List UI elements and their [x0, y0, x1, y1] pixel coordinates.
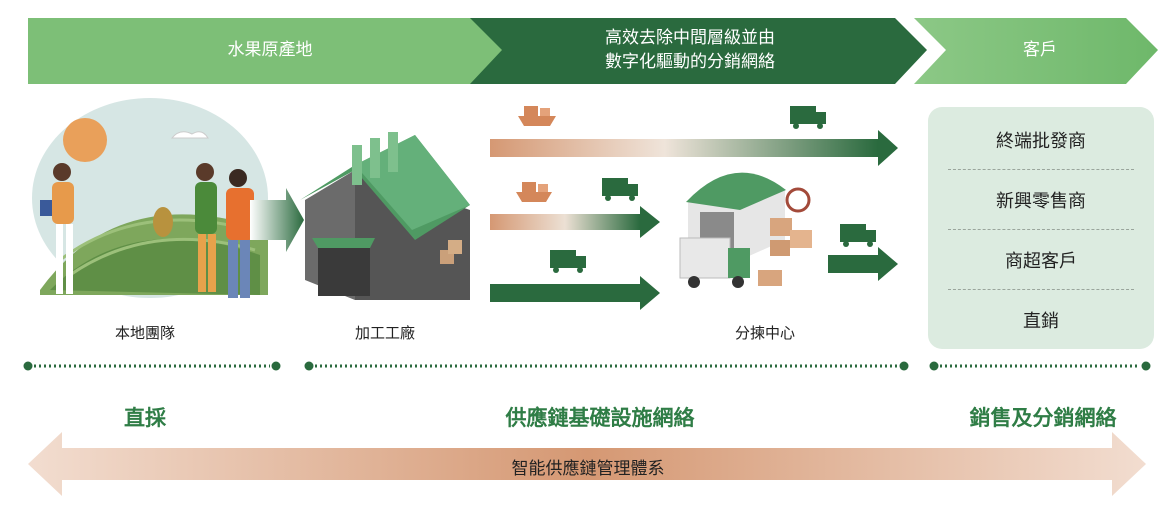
farm-to-factory-arrow [250, 188, 304, 252]
divider [948, 289, 1134, 290]
line-dot [899, 361, 909, 371]
ship-icon [518, 106, 556, 126]
divider [948, 169, 1134, 170]
sorting-to-customer-arrow-head [878, 247, 898, 281]
ship-icon-2 [516, 182, 552, 202]
truck-icon-3 [550, 250, 586, 273]
farm-illustration [32, 98, 268, 298]
direct-section-title: 直採 [124, 406, 166, 430]
header-banner [28, 18, 1158, 84]
line-dot [271, 361, 281, 371]
sorting-center-label: 分揀中心 [734, 324, 795, 342]
divider [948, 229, 1134, 230]
mixed-route-arrow-head [640, 206, 660, 238]
stage2-label-line2: 數字化驅動的分銷網絡 [605, 52, 775, 72]
management-system-label: 智能供應鏈管理體系 [511, 459, 665, 479]
stage1-label: 水果原產地 [227, 40, 313, 60]
section-lines [23, 361, 1151, 371]
stage2-chevron [470, 18, 927, 84]
supply-chain-section-title: 供應鏈基礎設施網絡 [505, 406, 695, 430]
sea-route-arrow-head [878, 130, 898, 166]
line-dot [304, 361, 314, 371]
sales-section-title: 銷售及分銷網絡 [969, 406, 1117, 430]
customer-item: 新興零售商 [996, 191, 1086, 212]
line-dot [929, 361, 939, 371]
stage2-label-line1: 高效去除中間層級並由 [605, 28, 775, 48]
truck-route-arrow-body [490, 284, 640, 302]
truck-icon-4 [840, 224, 876, 247]
customer-panel: 終端批發商 新興零售商 商超客戶 直銷 [928, 107, 1154, 349]
sea-route-arrow-body [490, 139, 878, 157]
customer-item: 直銷 [1023, 311, 1059, 332]
stage1-chevron [28, 18, 510, 84]
truck-route-arrow-head [640, 276, 660, 310]
sorting-center-illustration [679, 172, 812, 288]
management-system-arrow [28, 432, 1146, 496]
local-team-label: 本地團隊 [114, 324, 175, 342]
flow-illustration [32, 98, 898, 310]
line-dot [23, 361, 33, 371]
line-dot [1141, 361, 1151, 371]
truck-icon-2 [602, 178, 638, 201]
sorting-to-customer-arrow-body [828, 255, 880, 273]
customer-item: 商超客戶 [1005, 251, 1077, 272]
truck-icon [790, 106, 826, 129]
stage3-label: 客戶 [1023, 40, 1057, 60]
stage3-chevron [914, 18, 1158, 84]
mixed-route-arrow-body [490, 214, 640, 230]
customer-item: 終端批發商 [996, 131, 1086, 152]
factory-illustration [300, 132, 470, 300]
factory-label: 加工工廠 [354, 324, 415, 342]
